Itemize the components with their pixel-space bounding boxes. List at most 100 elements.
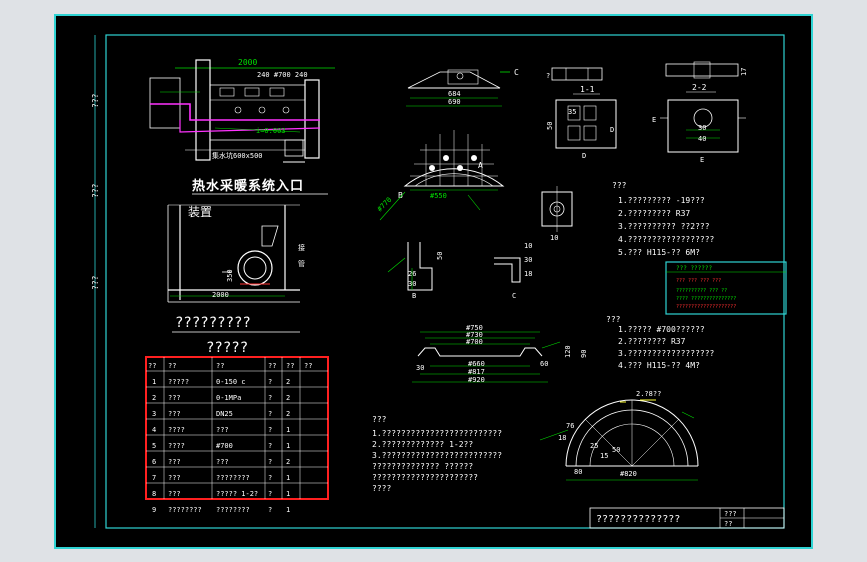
section-e-mark-2: E	[652, 116, 656, 124]
table-cell: ?	[268, 426, 272, 434]
frame-side-90: 90	[580, 350, 588, 358]
corner-right-mark: C	[512, 292, 516, 300]
table-cell: 2	[286, 378, 290, 386]
section-1-1-dim-35: 35	[568, 108, 576, 116]
section-1-1: ? 1-1 50 35 D D	[546, 67, 617, 160]
table-cell: 7	[152, 474, 156, 482]
corner-left-mark: B	[412, 292, 416, 300]
table-cell: 8	[152, 490, 156, 498]
table-cell: #700	[216, 442, 233, 450]
section-2-2-dim-17: 17	[740, 68, 748, 76]
frame-small-30: 30	[416, 364, 424, 372]
arch-dim-1: 18	[558, 434, 566, 442]
table-cell: 2	[152, 394, 156, 402]
table-header-cell: ??	[168, 362, 176, 370]
table-cell: 1	[286, 490, 290, 498]
table-cell: 0-150 c	[216, 378, 246, 386]
table-title: ?????	[206, 340, 248, 356]
table-header-cell: ??	[216, 362, 224, 370]
table-cell: ????	[168, 426, 185, 434]
legend-line-2: ???? ???????????????	[676, 296, 736, 302]
table-cell: ???	[168, 394, 181, 402]
legend-line-3: ????????????????????	[676, 304, 736, 310]
plan-slope: i=0.003	[256, 127, 286, 135]
notes-1-line-3: 3.?????????? ??2???	[618, 222, 710, 231]
inlet-plan: 2000 240 #700 240 i=0.003 集水坑600x500	[149, 58, 335, 163]
table-cell: ???	[168, 490, 181, 498]
table-cell: ?	[268, 474, 272, 482]
corner-left-dim-1: 50	[436, 252, 444, 260]
table-cell: ????????	[216, 506, 250, 514]
arch-bottom-dim: #820	[620, 470, 637, 478]
table-cell: DN25	[216, 410, 233, 418]
frame-dim-817: #817	[468, 368, 485, 376]
table-cell: ???	[216, 458, 229, 466]
section-1-1-mark-d2: D	[610, 126, 614, 134]
fan-mark-b: B	[398, 191, 403, 200]
corner-left-dim-2: 26	[408, 270, 416, 278]
arch-dim-4: 15	[600, 452, 608, 460]
frame-dim-660: #660	[468, 360, 485, 368]
section-caption: ?????????	[175, 315, 251, 331]
lid-dim-1: 684	[448, 90, 461, 98]
table-cell: ?	[268, 490, 272, 498]
title-block: ?????????????? ??? ??	[589, 507, 785, 529]
notes-2-line-3: 3.??????????????????	[618, 349, 715, 358]
side-mark-2: ???	[91, 183, 100, 198]
legend-sub: ??? ??? ??? ???	[676, 278, 721, 284]
frame-dim-730: #730	[466, 331, 483, 339]
table-cell: 2	[286, 410, 290, 418]
bottom-notes-line-4: ?????????????? ??????	[372, 462, 473, 471]
section-e: 30 40 E E	[652, 99, 746, 164]
table-cell: 2	[286, 394, 290, 402]
section-note-1: 接	[298, 243, 305, 252]
title-block-right-bottom: ??	[724, 520, 732, 528]
corner-right-dim-2: 30	[524, 256, 532, 264]
table-cell: 3	[152, 410, 156, 418]
section-e-mark-1: E	[700, 156, 704, 164]
table-header-cell: ??	[304, 362, 312, 370]
frame-small-60: 60	[540, 360, 548, 368]
table-header-cell: ??	[286, 362, 294, 370]
bottom-notes-heading: ???	[372, 415, 387, 424]
lid-section-mark: C	[514, 68, 519, 77]
table-cell: ?	[268, 506, 272, 514]
corner-right-dim-3: 18	[524, 270, 532, 278]
device-label: 装置	[188, 205, 212, 219]
plan-top-dim: 240 #700 240	[257, 71, 308, 79]
section-2-2-title: 2-2	[692, 83, 707, 92]
frame-dim-750: #750	[466, 324, 483, 332]
notes-2-line-1: 1.????? #700??????	[618, 325, 705, 334]
fan-dim-1: #550	[430, 192, 447, 200]
supply-pipe	[150, 103, 320, 121]
return-pipe	[179, 120, 321, 133]
arch-dim-2: 76	[566, 422, 574, 430]
table-cell: 1	[286, 442, 290, 450]
table-cell: 1	[286, 474, 290, 482]
section-2-2: 17 2-2	[665, 61, 748, 93]
notes-2-heading: ???	[606, 315, 621, 324]
table-header-cell: ??	[148, 362, 156, 370]
bottom-notes-line-1: 1.?????????????????????????	[372, 429, 502, 438]
notes-2-line-4: 4.??? H115-?? 4M?	[618, 361, 700, 370]
table-cell: 2	[286, 458, 290, 466]
frame-cross-section: #750 #730 #700 #660 #817 #920 30 60 90 1…	[412, 324, 588, 384]
frame-side-120: 120	[564, 345, 572, 358]
section-e-dim-40: 40	[698, 135, 706, 143]
lid-plan: C 684 690	[406, 68, 519, 107]
table-cell: ???	[168, 458, 181, 466]
section-e-dim-30: 30	[698, 124, 706, 132]
section-1-1-title: 1-1	[580, 85, 595, 94]
notes-1-line-4: 4.??????????????????	[618, 235, 715, 244]
notes-1-line-1: 1.????????? -19???	[618, 196, 705, 205]
table-cell: ?	[268, 458, 272, 466]
section-1-1-dim: ?	[546, 72, 550, 80]
table-cell: 1	[152, 378, 156, 386]
table-cell: 1	[286, 506, 290, 514]
table-cell: 4	[152, 426, 156, 434]
notes-block-2: ??? 1.????? #700?????? 2.???????? R37 3.…	[606, 315, 715, 370]
notes-block-1: ??? 1.????????? -19??? 2.????????? R37 3…	[612, 181, 715, 257]
bottom-notes-line-2: 2.????????????? 1-2??	[372, 440, 473, 449]
arch-dim-3: 25	[590, 442, 598, 450]
